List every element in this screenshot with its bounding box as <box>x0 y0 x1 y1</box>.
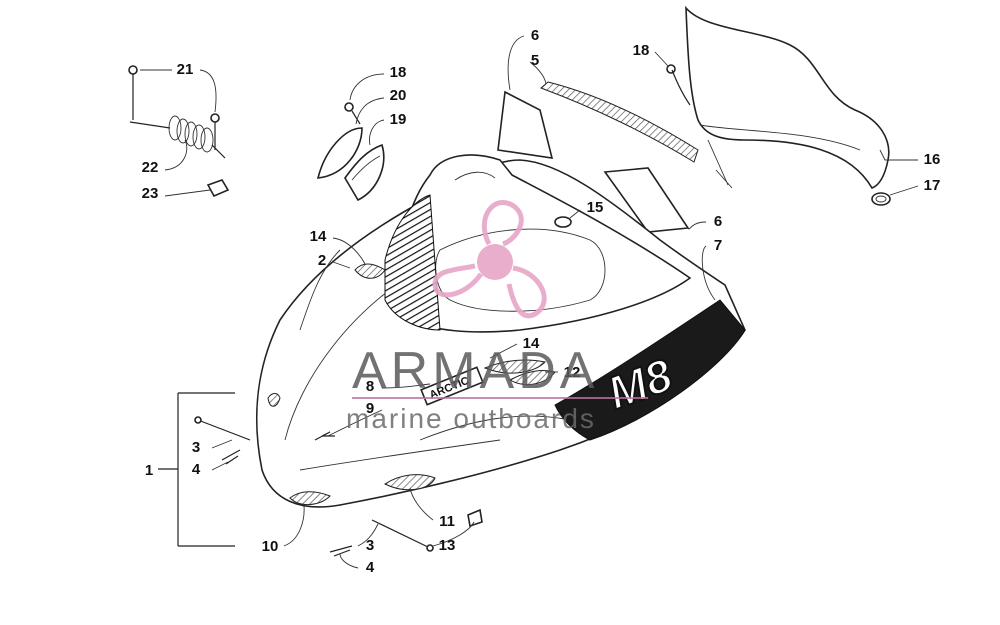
watermark-subtitle: marine outboards <box>346 403 596 434</box>
reflector-vents <box>267 216 572 505</box>
part-label-14: 14 <box>523 335 540 352</box>
part-label-7: 7 <box>714 237 722 254</box>
part-label-4: 4 <box>366 559 375 576</box>
part-label-18: 18 <box>633 42 650 59</box>
leader-lines <box>140 35 919 569</box>
part-label-19: 19 <box>390 111 407 128</box>
part-label-15: 15 <box>587 199 604 216</box>
windshield <box>685 5 890 189</box>
part-label-11: 11 <box>439 513 455 530</box>
part-label-4: 4 <box>192 461 201 478</box>
headlight-screw <box>344 102 361 125</box>
part-label-8: 8 <box>366 378 374 395</box>
part-label-20: 20 <box>390 87 407 104</box>
part-label-23: 23 <box>142 185 159 202</box>
spring-assembly <box>128 65 230 198</box>
part-label-18: 18 <box>390 64 407 81</box>
part-label-13: 13 <box>439 537 456 554</box>
mounting-rods <box>194 416 483 557</box>
grommet-17 <box>871 192 891 206</box>
part-label-2: 2 <box>318 252 326 269</box>
decal-panel-upper <box>497 90 554 159</box>
part-label-14: 14 <box>310 228 327 245</box>
part-label-10: 10 <box>262 538 279 555</box>
armada-logo-icon <box>432 200 547 319</box>
watermark-title: ARMADA <box>352 342 598 400</box>
headlight-lens <box>316 127 385 202</box>
vent-louvers <box>384 194 441 331</box>
side-decal: M8 <box>554 299 746 441</box>
part-label-5: 5 <box>531 52 539 69</box>
part-label-3: 3 <box>366 537 374 554</box>
part-label-22: 22 <box>142 159 159 176</box>
part-label-3: 3 <box>192 439 200 456</box>
watermark: ARMADA marine outboards <box>346 200 648 434</box>
part-label-9: 9 <box>366 400 374 417</box>
trim-strip <box>540 81 699 163</box>
part-label-12: 12 <box>564 364 581 381</box>
part-label-16: 16 <box>924 151 941 168</box>
part-label-21: 21 <box>177 61 194 78</box>
part-label-17: 17 <box>924 177 941 194</box>
part-label-6: 6 <box>531 27 539 44</box>
part-label-6: 6 <box>714 213 722 230</box>
part-label-1: 1 <box>145 462 153 479</box>
group-bracket <box>158 392 235 547</box>
windshield-screw <box>666 64 691 106</box>
